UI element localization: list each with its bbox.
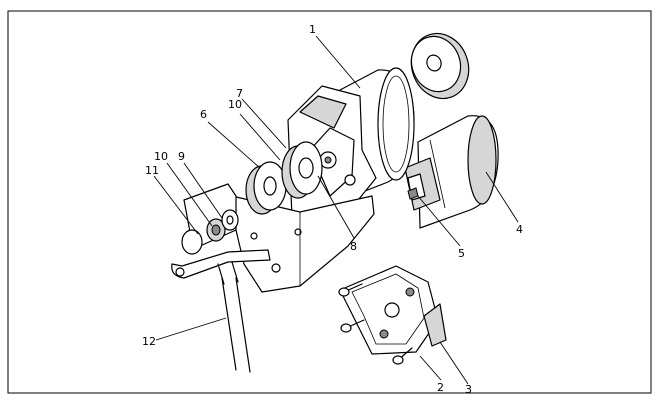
callout-9: 9 [178,150,185,163]
bottom-cover [339,265,447,355]
linkage-rod [171,249,271,373]
callout-11: 11 [145,164,159,177]
leader-lines [153,35,519,385]
callout-12: 12 [142,335,156,348]
bolts [338,283,413,365]
mounting-bracket [231,195,375,293]
callout-3: 3 [465,383,472,396]
gear-set [245,141,323,215]
callout-7: 7 [236,87,243,100]
callout-1: 1 [309,23,316,36]
callout-6: 6 [200,108,207,121]
callout-8: 8 [350,240,357,253]
cover-disc [410,32,470,100]
main-housing [287,67,415,233]
diagram-border [7,10,652,394]
callout-10-left: 10 [154,150,168,163]
callout-5: 5 [458,247,465,260]
callout-4: 4 [516,223,523,236]
callout-10-upper: 10 [228,98,242,111]
motor-assembly [404,115,499,229]
callout-2: 2 [437,381,444,394]
callout-labels: 1 2 3 4 5 6 7 8 9 10 10 11 12 [142,23,523,396]
shaft-and-fasteners [181,183,239,255]
